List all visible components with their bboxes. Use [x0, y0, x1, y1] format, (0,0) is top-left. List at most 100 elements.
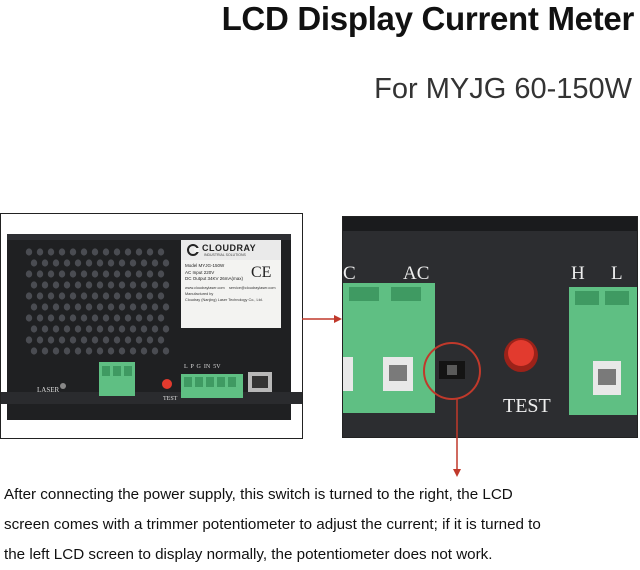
vent-hole: [146, 248, 154, 256]
vent-hole: [58, 270, 66, 278]
vent-hole: [96, 281, 104, 289]
vent-hole: [25, 270, 33, 278]
vent-hole: [52, 325, 60, 333]
vent-hole: [47, 292, 55, 300]
vent-hole: [96, 325, 104, 333]
description-line-3: the left LCD screen to display normally,…: [4, 546, 493, 563]
vent-hole: [124, 292, 132, 300]
vent-hole: [151, 281, 159, 289]
vent-hole: [47, 270, 55, 278]
vent-hole: [146, 270, 154, 278]
vent-hole: [157, 248, 165, 256]
vent-hole: [41, 303, 49, 311]
laser-label: LASER: [37, 386, 60, 394]
vent-hole: [107, 303, 115, 311]
sticker-email: service@cloudraylaser.com: [229, 286, 276, 290]
brand-name: CLOUDRAY: [202, 243, 257, 253]
vent-hole: [41, 281, 49, 289]
sticker-company: Cloudray (Nanjing) Laser Technology Co.,…: [185, 298, 263, 302]
page-subtitle: For MYJG 60-150W: [374, 73, 632, 105]
vent-hole: [80, 292, 88, 300]
vent-hole: [80, 314, 88, 322]
vent-hole: [140, 325, 148, 333]
vent-hole: [107, 347, 115, 355]
vent-hole: [36, 292, 44, 300]
ce-mark: CE: [251, 264, 272, 281]
vent-hole: [140, 259, 148, 267]
vent-hole: [140, 303, 148, 311]
vent-hole: [74, 347, 82, 355]
vent-hole: [52, 347, 60, 355]
sticker-manufactured: Manufactured by: [185, 292, 214, 296]
vent-hole: [52, 259, 60, 267]
power-supply-photo: CLOUDRAY INDUSTRIAL SOLUTIONS Model MYJG…: [0, 213, 303, 439]
vent-hole: [36, 270, 44, 278]
vent-hole: [74, 259, 82, 267]
vent-hole: [25, 292, 33, 300]
vent-hole: [74, 303, 82, 311]
vent-hole: [113, 292, 121, 300]
vent-hole: [36, 314, 44, 322]
vent-hole: [162, 281, 170, 289]
vent-hole: [151, 259, 159, 267]
vent-hole: [85, 303, 93, 311]
vent-hole: [157, 336, 165, 344]
vent-hole: [80, 248, 88, 256]
sticker-model: Model MYJG-150W: [185, 263, 225, 268]
page-title: LCD Display Current Meter: [221, 0, 635, 37]
vent-hole: [58, 248, 66, 256]
vent-hole: [135, 248, 143, 256]
vent-hole: [113, 248, 121, 256]
vent-hole: [69, 314, 77, 322]
description-line-2: screen comes with a trimmer potentiomete…: [4, 516, 541, 533]
vent-hole: [102, 248, 110, 256]
vent-hole: [91, 292, 99, 300]
vent-hole: [118, 325, 126, 333]
closeup-label-ac: AC: [403, 263, 430, 284]
vent-hole: [47, 314, 55, 322]
vent-hole: [58, 292, 66, 300]
vent-hole: [124, 270, 132, 278]
vent-hole: [146, 314, 154, 322]
vent-hole: [113, 314, 121, 322]
vent-hole: [102, 314, 110, 322]
closeup-photo: C AC H L TEST: [342, 216, 638, 438]
vent-hole: [140, 347, 148, 355]
vent-hole: [129, 303, 137, 311]
vent-hole: [74, 325, 82, 333]
vent-hole: [91, 270, 99, 278]
vent-hole: [85, 281, 93, 289]
vent-hole: [41, 259, 49, 267]
vent-hole: [69, 270, 77, 278]
closeup-label-c: C: [343, 263, 356, 284]
vent-hole: [25, 314, 33, 322]
sticker-ac-input: AC Input 220V: [185, 270, 215, 275]
vent-hole: [25, 336, 33, 344]
vent-hole: [80, 270, 88, 278]
brand-tagline: INDUSTRIAL SOLUTIONS: [204, 253, 246, 257]
vent-hole: [113, 336, 121, 344]
vent-hole: [91, 314, 99, 322]
vent-hole: [69, 292, 77, 300]
vent-hole: [157, 270, 165, 278]
vent-hole: [107, 325, 115, 333]
vent-hole: [69, 248, 77, 256]
vent-hole: [63, 325, 71, 333]
vent-hole: [124, 336, 132, 344]
vent-hole: [69, 336, 77, 344]
vent-hole: [74, 281, 82, 289]
vent-hole: [30, 347, 38, 355]
vent-hole: [41, 325, 49, 333]
vent-hole: [36, 336, 44, 344]
vent-hole: [151, 347, 159, 355]
vent-hole: [162, 303, 170, 311]
vent-hole: [118, 347, 126, 355]
vent-hole: [30, 325, 38, 333]
vent-hole: [135, 292, 143, 300]
vent-hole: [162, 325, 170, 333]
vent-hole: [80, 336, 88, 344]
vent-hole: [47, 336, 55, 344]
vent-hole: [25, 248, 33, 256]
vent-hole: [129, 259, 137, 267]
vent-hole: [129, 347, 137, 355]
